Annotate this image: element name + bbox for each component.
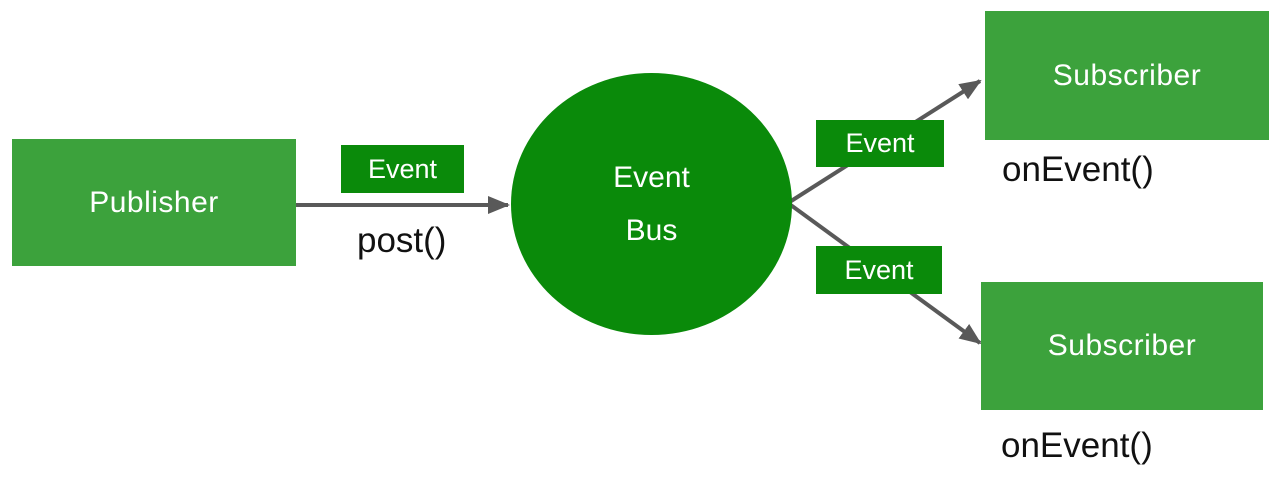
event-bus-label-line1: Event [613, 160, 690, 194]
event-label-subscriber-2: Event [816, 246, 942, 294]
subscriber-node-2: Subscriber [981, 282, 1263, 410]
publisher-label: Publisher [89, 185, 219, 219]
event-label-text: Event [845, 128, 915, 158]
event-label-text: Event [844, 254, 914, 285]
onevent-method-label-2: onEvent() [1001, 426, 1153, 465]
event-bus-label-line2: Bus [625, 214, 678, 247]
event-label-publisher: Event [341, 145, 464, 193]
post-method-label: post() [357, 221, 447, 260]
subscriber-label: Subscriber [1047, 329, 1197, 362]
subscriber-label: Subscriber [1052, 58, 1202, 92]
publisher-node: Publisher [12, 139, 296, 266]
event-label-text: Event [367, 153, 438, 184]
subscriber-node-1: Subscriber [985, 11, 1269, 140]
event-bus-node: Event Bus [511, 73, 792, 335]
onevent-method-label-1: onEvent() [1002, 150, 1154, 189]
event-label-subscriber-1: Event [816, 120, 944, 167]
